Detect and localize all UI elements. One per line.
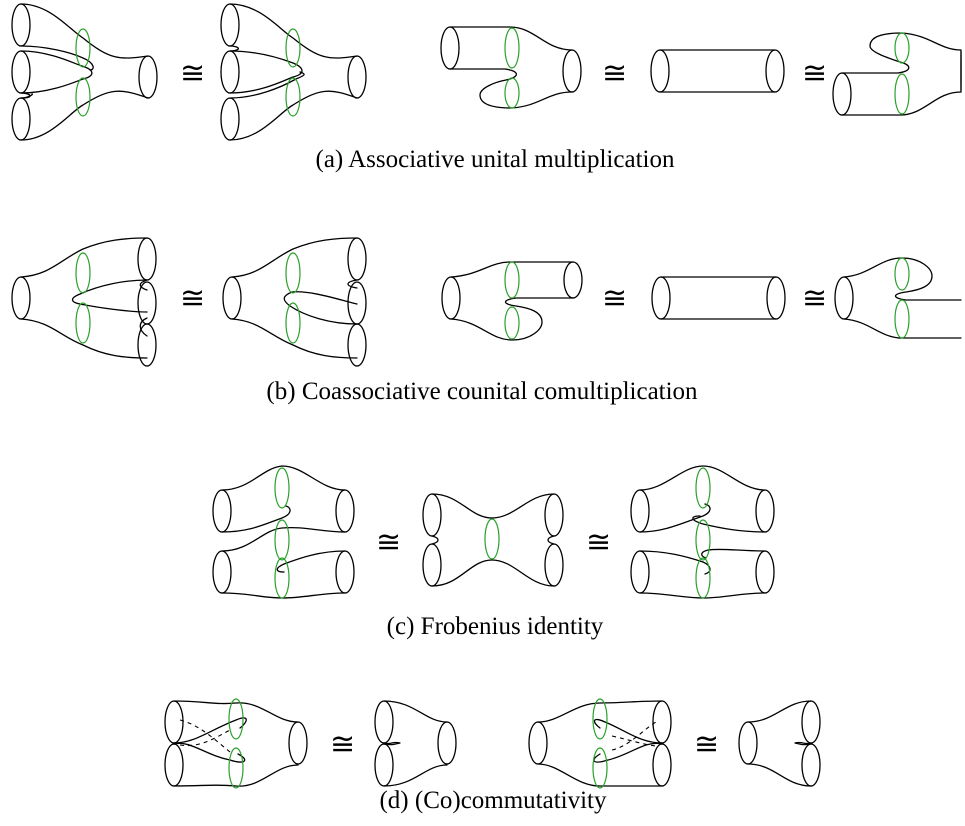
panel-b-identity — [651, 276, 786, 320]
panel-d-commute-right — [528, 698, 672, 789]
panel-c: ≅ ≅ (c) Frobenius — [212, 465, 775, 640]
caption-b: (b) Coassociative counital comultiplicat… — [266, 378, 698, 405]
panel-d-commute-left — [164, 698, 308, 789]
panel-d: ≅ ≅ — [164, 698, 821, 814]
iso-symbol-d1: ≅ — [330, 727, 355, 762]
iso-symbol-c2: ≅ — [586, 525, 611, 560]
panel-b-coassoc-right — [222, 237, 367, 367]
iso-symbol-b2: ≅ — [602, 281, 627, 316]
panel-b-coassoc-left — [11, 237, 157, 367]
panel-b-counit-left — [441, 261, 583, 341]
caption-a: (a) Associative unital multiplication — [316, 146, 675, 173]
iso-symbol-a1: ≅ — [180, 56, 205, 91]
panel-b: ≅ ≅ ≅ — [11, 237, 962, 405]
caption-c: (c) Frobenius identity — [387, 613, 604, 640]
panel-d-mult — [374, 700, 457, 787]
panel-c-right — [630, 465, 775, 599]
panel-a: ≅ ≅ ≅ — [11, 3, 962, 173]
iso-symbol-a2: ≅ — [602, 56, 627, 91]
iso-symbol-c1: ≅ — [376, 525, 401, 560]
caption-d: (d) (Co)commutativity — [379, 787, 607, 814]
panel-c-left — [212, 465, 355, 599]
iso-symbol-a3: ≅ — [802, 56, 827, 91]
panel-a-unit-left — [440, 26, 582, 109]
panel-a-assoc-left — [11, 3, 158, 141]
iso-symbol-d2: ≅ — [694, 727, 719, 762]
iso-symbol-b3: ≅ — [802, 281, 827, 316]
panel-c-middle — [422, 493, 564, 587]
panel-d-comult — [738, 700, 821, 787]
panel-a-assoc-right — [220, 3, 367, 141]
panel-a-unit-right — [832, 32, 962, 116]
panel-b-counit-right — [834, 257, 962, 339]
panel-a-identity — [650, 49, 785, 93]
iso-symbol-b1: ≅ — [180, 281, 205, 316]
